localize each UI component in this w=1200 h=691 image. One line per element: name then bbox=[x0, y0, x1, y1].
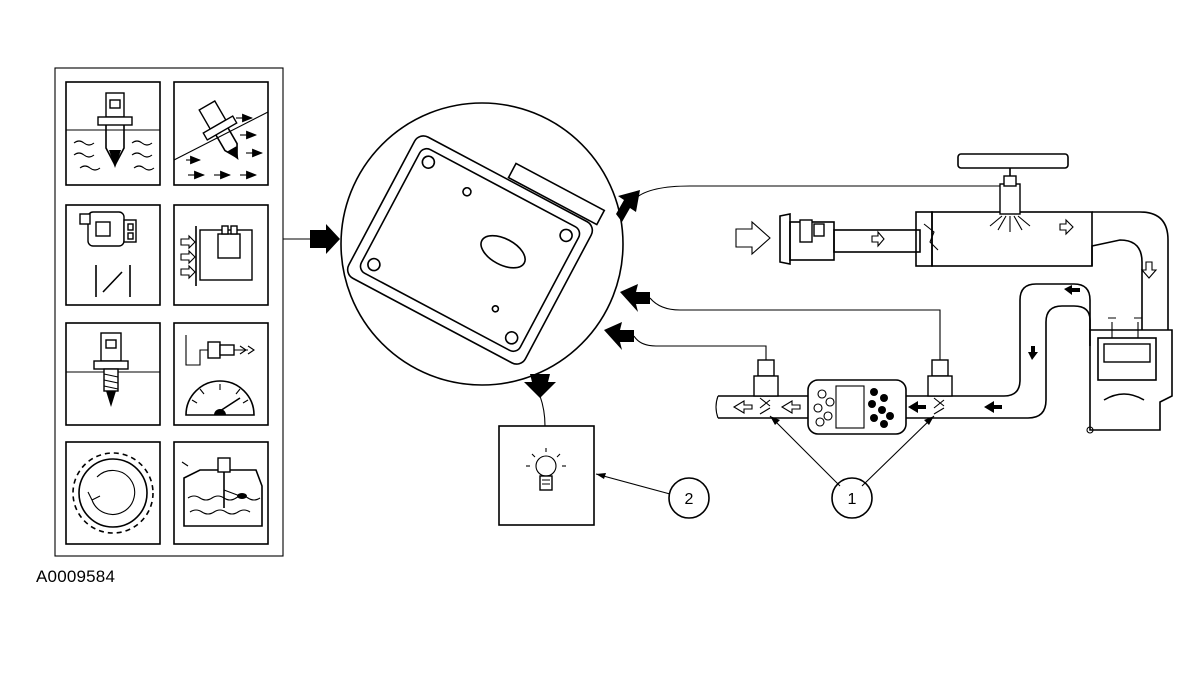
input-arrow-icon bbox=[310, 224, 340, 254]
o2-sensor-signal-line-downstream bbox=[649, 297, 941, 360]
fuel-level-sender-icon bbox=[173, 441, 269, 545]
fuel-injector-icon bbox=[957, 153, 1069, 232]
figure-id: A0009584 bbox=[36, 567, 116, 586]
oil-pressure-sender-icon bbox=[65, 322, 161, 426]
callout-2: 2 bbox=[595, 473, 710, 519]
oxygen-sensor-icon bbox=[753, 359, 953, 415]
o2-sensor-signal-line-upstream bbox=[633, 335, 767, 360]
air-flow-sensor-icon bbox=[173, 204, 269, 306]
warning-lamp-bulb-icon bbox=[498, 425, 595, 526]
exhaust-pipe-catalytic-converter-icon bbox=[715, 283, 1091, 435]
throttle-position-sensor-icon bbox=[65, 204, 161, 306]
speed-sensor-gauge-icon bbox=[173, 322, 269, 426]
callout-1: 1 bbox=[769, 415, 935, 519]
engine-control-module-icon bbox=[340, 102, 624, 386]
output-arrow-injector-icon bbox=[616, 190, 640, 222]
engine-cylinder-icon bbox=[1086, 317, 1173, 434]
input-arrow-o2-downstream-icon bbox=[620, 284, 650, 312]
crankshaft-reluctor-ring-icon bbox=[65, 441, 161, 545]
air-temperature-sensor-icon bbox=[173, 81, 269, 186]
output-arrow-lamp-icon bbox=[524, 374, 556, 398]
lamp-signal-line bbox=[539, 395, 546, 427]
coolant-temperature-sensor-icon bbox=[65, 81, 161, 186]
callout-2-number: 2 bbox=[685, 491, 694, 508]
sensor-panel bbox=[54, 67, 284, 557]
callout-1-number: 1 bbox=[848, 491, 857, 508]
intake-air-duct-icon bbox=[735, 211, 1169, 330]
injector-signal-line bbox=[635, 185, 1010, 199]
input-arrow-o2-upstream-icon bbox=[604, 322, 634, 350]
